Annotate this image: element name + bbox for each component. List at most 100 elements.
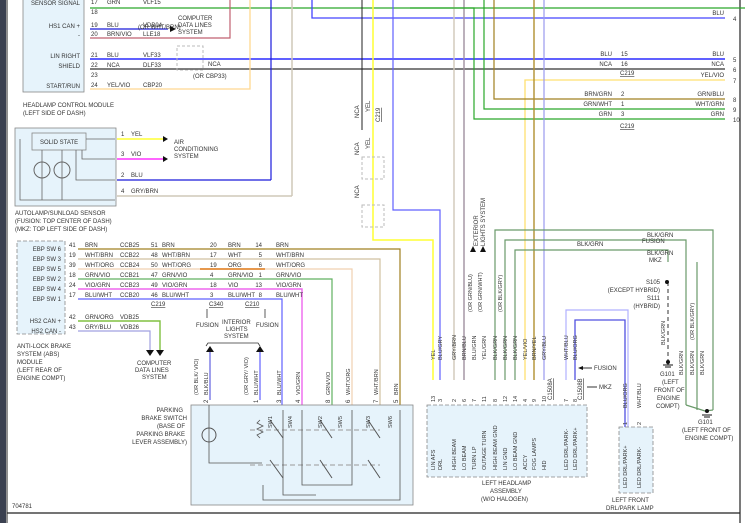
- wire-brn-vio: [90, 0, 231, 39]
- abs-data-lines-1: COMPUTER: [137, 361, 172, 367]
- c340-wire-color: GRN/VIO: [228, 273, 254, 279]
- parking-brake-switch[interactable]: [190, 404, 414, 506]
- c219-pin-number: 47: [151, 273, 158, 279]
- right-wire-right: YEL/VIO: [701, 73, 725, 79]
- pbs-pin-number: 8: [326, 399, 332, 403]
- drl-pin-number: 2: [637, 422, 643, 425]
- pbs-wire-color: WHT/BRN: [374, 369, 380, 395]
- headlamp-caption-1: LEFT HEADLAMP: [482, 481, 531, 487]
- headlamp-wire-color: BLK/GRN: [513, 336, 519, 360]
- abs-wire-color: GRN/VIO: [85, 273, 111, 279]
- pbs-wire-color: BLU/WHT: [277, 370, 283, 395]
- right-pin-left: 3: [621, 112, 625, 118]
- ground-icon-g101-a: [663, 360, 673, 368]
- hcm-caption-2: (LEFT SIDE OF DASH): [23, 111, 86, 117]
- switch-sw3: [367, 419, 381, 439]
- hcm-pin-number: 24: [91, 83, 98, 89]
- abs-circuit: CCB23: [120, 283, 140, 289]
- ground-icon-g101-b: [702, 409, 712, 418]
- gnd-blk-grn-vert: BLK/GRN: [661, 321, 667, 345]
- wire-bluorg-drl: [574, 319, 626, 470]
- resistor-icon: [256, 419, 264, 439]
- shield-marker: [176, 45, 204, 71]
- hcm-pin-name: -: [78, 33, 80, 39]
- sensor-caption-1: AUTOLAMP/SUNLOAD SENSOR: [15, 211, 106, 217]
- headlamp-control-module[interactable]: [22, 0, 85, 93]
- headlamp-pin-function: DRL: [438, 459, 444, 470]
- c210-wire-color: GRN/VIO: [276, 273, 302, 279]
- pbs-trace-2: [262, 410, 401, 501]
- interior-lights-2: LIGHTS: [226, 327, 248, 333]
- gnd-hybrid: (HYBRID): [633, 304, 660, 310]
- right-wire-left: BRN/GRN: [584, 92, 612, 98]
- g101-a-1: G101: [660, 372, 675, 378]
- headlamp-wire-color: YEL: [431, 350, 437, 360]
- headlamp-wire-color: BLU/GRY: [438, 336, 444, 360]
- abs-caption-5: ENGINE COMPT): [17, 376, 65, 382]
- g101-b-2: (LEFT FRONT OF: [682, 428, 731, 434]
- c219-wire-color: GRN/VIO: [162, 273, 188, 279]
- headlamp-wire-color: GRY/BRN: [452, 335, 458, 360]
- abs-caption-1: ANTI-LOCK BRAKE: [17, 344, 71, 350]
- wire-brngrn-v: [493, 0, 725, 100]
- wire-grn-v3: [410, 7, 725, 120]
- headlamp-box: [426, 404, 588, 478]
- c340-pin-number: 4: [210, 273, 214, 279]
- pbs-trace-4: [301, 410, 353, 486]
- c340-pin-number: 20: [210, 243, 217, 249]
- pbs-pin-number: 5: [394, 399, 400, 403]
- right-pin-left: 15: [621, 52, 628, 58]
- headlamp-pin-number: 7: [564, 399, 570, 402]
- headlamp-mkz-label: MKZ: [599, 385, 612, 391]
- left-headlamp-assembly[interactable]: [426, 404, 588, 478]
- alt-blk-gry: (OR BLK/GRY): [498, 275, 504, 312]
- abs-pin-number: 39: [69, 263, 76, 269]
- drl-caption-2: DRL/PARK LAMP: [606, 506, 654, 512]
- right-wire-right: NCA: [711, 62, 724, 68]
- right-wire-right: WHT/GRN: [695, 102, 724, 108]
- abs-circuit: CCB20: [120, 293, 140, 299]
- right-wire-left: GRN: [599, 112, 612, 118]
- hcm-wire-color: BLU: [107, 53, 119, 59]
- right-wire-left: GRN/WHT: [583, 102, 612, 108]
- c210-wire-color: WHT/ORG: [276, 263, 305, 269]
- abs-wire-color: WHT/ORG: [85, 263, 114, 269]
- left-front-drl-lamp[interactable]: [618, 426, 654, 494]
- abs-pin-number: 19: [69, 253, 76, 259]
- autolamp-sensor[interactable]: [14, 127, 117, 207]
- abs-can-color: GRY/BLU: [85, 325, 111, 331]
- connector-c1508b: C1508B: [578, 378, 584, 400]
- hcm-wire-color: YEL/VIO: [107, 83, 131, 89]
- abs-circuit: CCB25: [120, 243, 140, 249]
- right-pin-number: 9: [733, 108, 737, 114]
- headlamp-caption-3: (W/O HALOGEN): [481, 497, 528, 503]
- abs-pin-number: 18: [69, 273, 76, 279]
- gnd-s111: S111: [647, 296, 661, 302]
- exterior-lights-1: EXTERIOR: [474, 215, 480, 246]
- pbs-caption-2: BRAKE SWITCH: [141, 416, 187, 422]
- headlamp-pin-number: 3: [438, 399, 444, 402]
- switch-sw3b: [367, 459, 381, 479]
- gnd-blk-grn-fusion: BLK/GRN: [647, 233, 673, 239]
- abs-pin-name: EBP SW 5: [33, 267, 62, 273]
- c219-pin-number: 46: [151, 293, 158, 299]
- hcm-alt-wire: (OR WHT/BRN): [138, 25, 181, 31]
- abs-pin-name: EBP SW 3: [33, 257, 62, 263]
- headlamp-pin-function: LIN GND: [503, 448, 509, 470]
- abs-module[interactable]: [16, 240, 66, 335]
- sensor-pin-number: 3: [121, 152, 125, 158]
- pbs-wire-color: VIO/GRN: [296, 372, 302, 395]
- pbs-pin-number: 3: [277, 399, 283, 403]
- headlamp-wire-color: BRN/BLU: [462, 336, 468, 360]
- abs-can-circuit: VDB25: [120, 315, 140, 321]
- abs-can-color: GRN/ORG: [85, 315, 114, 321]
- abs-can-pin: 42: [69, 315, 76, 321]
- wire-group: [78, 0, 745, 500]
- hcm-circuit: VLF33: [143, 53, 161, 59]
- abs-can-circuit: VDB26: [120, 325, 140, 331]
- c210-wire-color: VIO/GRN: [276, 283, 301, 289]
- abs-pin-number: 24: [69, 283, 76, 289]
- fusion-label-2: FUSION: [256, 323, 279, 329]
